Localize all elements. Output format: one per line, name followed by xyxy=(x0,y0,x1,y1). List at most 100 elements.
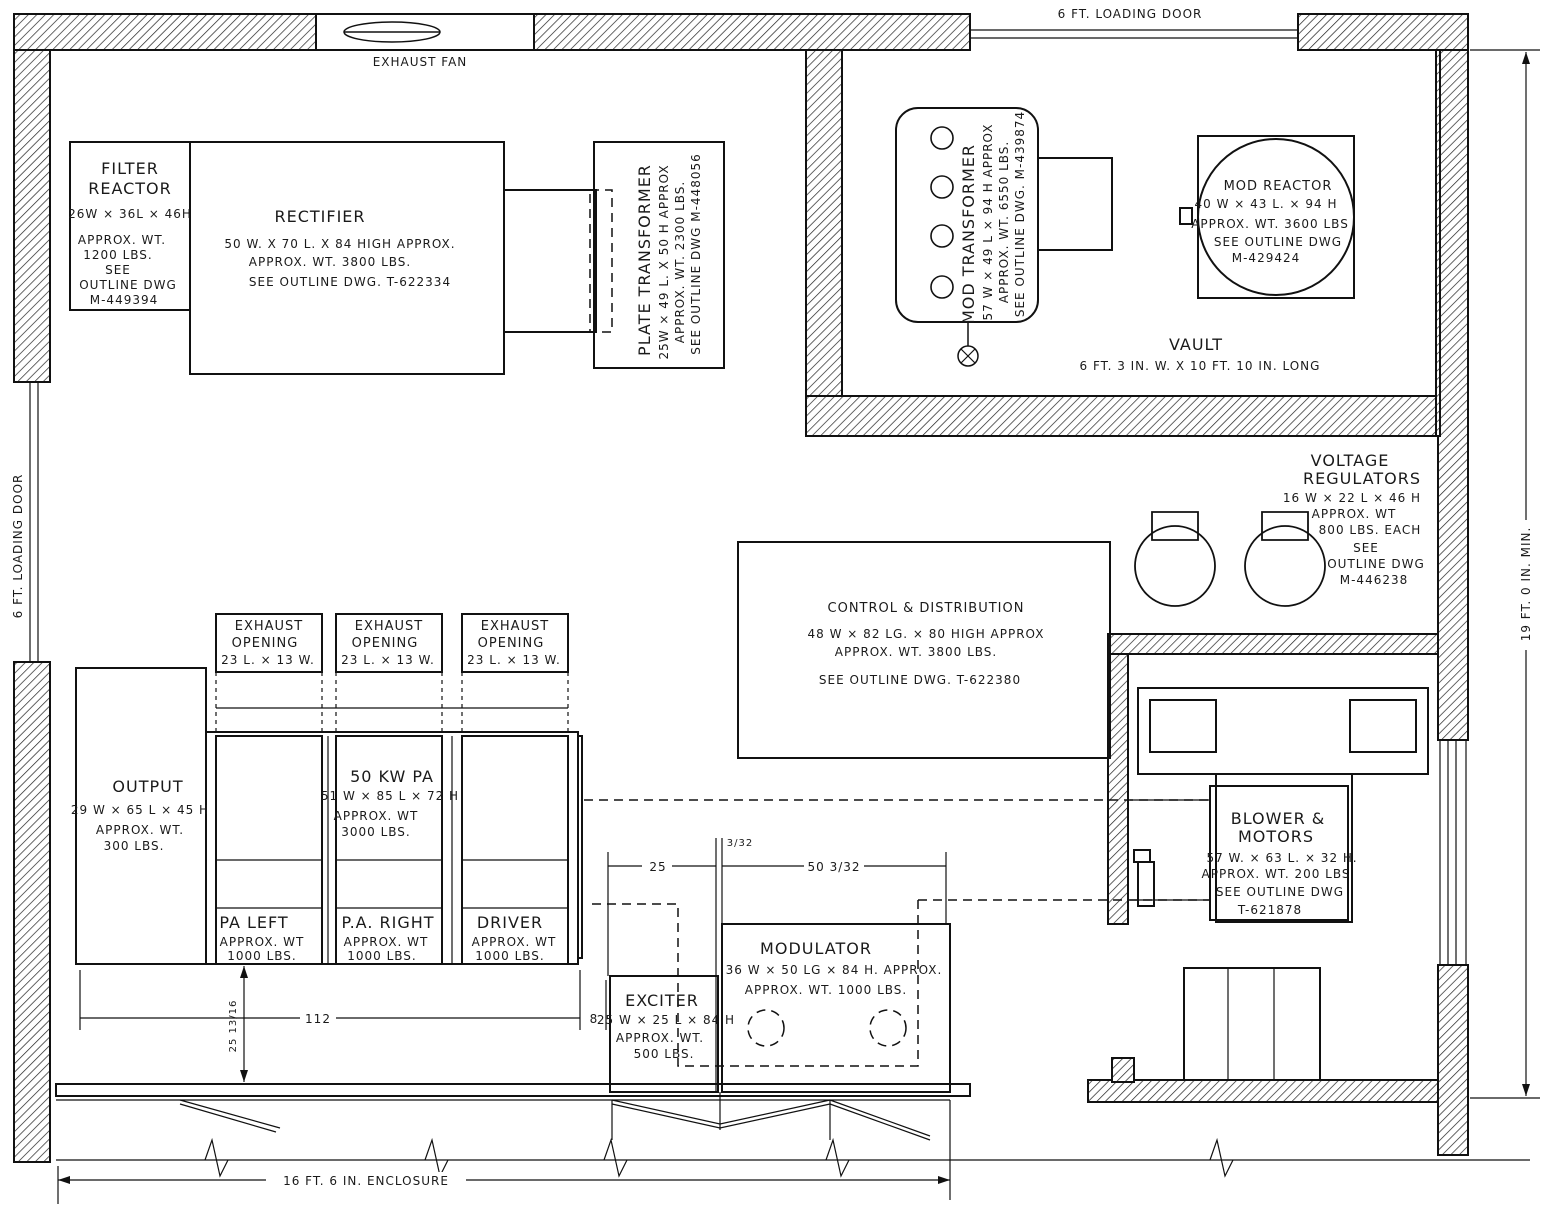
svg-text:APPROX. WT. 200 LBS: APPROX. WT. 200 LBS xyxy=(1202,867,1351,881)
dim-enclosure: 16 FT. 6 IN. ENCLOSURE xyxy=(283,1174,449,1188)
dim-25: 25 xyxy=(649,860,666,874)
mod-reactor-text: MOD REACTOR 40 W × 43 L. × 94 H APPROX. … xyxy=(1191,179,1348,265)
svg-text:SEE OUTLINE DWG. M-439874: SEE OUTLINE DWG. M-439874 xyxy=(1013,111,1027,317)
svg-text:SEE: SEE xyxy=(105,263,131,277)
svg-text:APPROX. WT: APPROX. WT xyxy=(344,935,429,949)
svg-text:SEE OUTLINE DWG M-448056: SEE OUTLINE DWG M-448056 xyxy=(689,153,703,354)
svg-text:PA LEFT: PA LEFT xyxy=(219,913,288,932)
modulator-port-icon xyxy=(869,1009,907,1047)
svg-text:26W × 36L × 46H: 26W × 36L × 46H xyxy=(68,207,192,221)
exhaust-opening-2 xyxy=(335,613,443,673)
svg-text:800 LBS. EACH: 800 LBS. EACH xyxy=(1319,523,1422,537)
exhaust-opening-1 xyxy=(215,613,323,673)
svg-text:OPENING: OPENING xyxy=(352,636,419,651)
valve-icon xyxy=(957,322,979,367)
right-wall-vent xyxy=(1439,739,1467,966)
pa-50kw-text: 50 KW PA 51 W × 85 L × 72 H APPROX. WT 3… xyxy=(321,767,459,839)
svg-text:EXHAUST: EXHAUST xyxy=(481,619,550,634)
svg-text:APPROX. WT. 3800 LBS.: APPROX. WT. 3800 LBS. xyxy=(835,645,997,659)
svg-text:REACTOR: REACTOR xyxy=(88,179,172,198)
control-distribution xyxy=(737,541,1111,759)
svg-text:APPROX. WT.: APPROX. WT. xyxy=(616,1031,704,1045)
loading-door-left xyxy=(29,382,39,662)
svg-text:APPROX. WT. 3800 LBS.: APPROX. WT. 3800 LBS. xyxy=(249,255,411,269)
svg-text:25 W × 25 L × 84 H: 25 W × 25 L × 84 H xyxy=(597,1013,735,1027)
mod-transformer-text: MOD TRANSFORMER 57 W × 49 L × 94 H APPRO… xyxy=(959,111,1027,324)
front-trench xyxy=(55,1083,971,1141)
mod-reactor-tank xyxy=(1197,138,1355,296)
svg-text:23 L. × 13 W.: 23 L. × 13 W. xyxy=(341,653,435,667)
exhaust-opening-guides xyxy=(215,672,569,732)
svg-text:OUTLINE DWG: OUTLINE DWG xyxy=(1327,557,1425,571)
blower-motors-text: BLOWER & MOTORS 57 W. × 63 L. × 32 H. AP… xyxy=(1202,809,1357,917)
svg-text:1200 LBS.: 1200 LBS. xyxy=(83,248,153,262)
svg-text:P.A. RIGHT: P.A. RIGHT xyxy=(341,913,434,932)
svg-text:OPENING: OPENING xyxy=(478,636,545,651)
svg-text:51 W × 85 L × 72 H: 51 W × 85 L × 72 H xyxy=(321,789,459,803)
svg-text:SEE: SEE xyxy=(1353,541,1379,555)
driver-text: DRIVER APPROX. WT 1000 LBS. xyxy=(472,913,557,963)
walls xyxy=(13,13,1469,1163)
exhaust-fan-label: EXHAUST FAN xyxy=(373,55,468,69)
svg-text:OUTPUT: OUTPUT xyxy=(112,777,183,796)
svg-text:M-446238: M-446238 xyxy=(1340,573,1409,587)
voltage-regulator-icons xyxy=(1134,511,1326,607)
svg-text:APPROX. WT: APPROX. WT xyxy=(220,935,305,949)
output-text: OUTPUT 29 W × 65 L × 45 H APPROX. WT. 30… xyxy=(71,777,209,853)
break-lines xyxy=(56,1137,1530,1178)
svg-text:M-429424: M-429424 xyxy=(1232,251,1301,265)
loading-door-left-label: 6 FT. LOADING DOOR xyxy=(11,474,25,619)
svg-text:57 W × 49 L × 94 H APPROX: 57 W × 49 L × 94 H APPROX xyxy=(981,124,995,321)
svg-text:48 W × 82 LG. × 80 HIGH APPROX: 48 W × 82 LG. × 80 HIGH APPROX xyxy=(808,627,1045,641)
svg-text:M-449394: M-449394 xyxy=(90,293,159,307)
mod-transformer-tap xyxy=(1037,157,1113,251)
rectifier-connector xyxy=(503,189,597,333)
svg-text:36 W × 50 LG × 84 H. APPROX.: 36 W × 50 LG × 84 H. APPROX. xyxy=(726,963,943,977)
svg-text:OPENING: OPENING xyxy=(232,636,299,651)
svg-text:MOD TRANSFORMER: MOD TRANSFORMER xyxy=(959,144,978,324)
svg-text:MOD REACTOR: MOD REACTOR xyxy=(1224,179,1333,194)
dim-height-min: 19 FT. 0 IN. MIN. xyxy=(1519,527,1533,642)
svg-text:23 L. × 13 W.: 23 L. × 13 W. xyxy=(221,653,315,667)
blower-motors xyxy=(1209,785,1349,921)
svg-text:3000 LBS.: 3000 LBS. xyxy=(341,825,411,839)
svg-text:25W × 49 L. X 50 H APPROX: 25W × 49 L. X 50 H APPROX xyxy=(657,164,671,359)
svg-text:SEE OUTLINE DWG. T-622380: SEE OUTLINE DWG. T-622380 xyxy=(819,673,1021,687)
svg-text:300 LBS.: 300 LBS. xyxy=(104,839,165,853)
svg-text:PLATE TRANSFORMER: PLATE TRANSFORMER xyxy=(635,164,654,356)
cable-routes xyxy=(584,799,1210,901)
svg-text:VAULT: VAULT xyxy=(1169,335,1223,354)
svg-text:EXCITER: EXCITER xyxy=(625,991,699,1010)
dim-25-13: 25 13/16 xyxy=(228,1000,239,1053)
control-distribution-text: CONTROL & DISTRIBUTION 48 W × 82 LG. × 8… xyxy=(808,601,1045,687)
dim-50: 50 3/32 xyxy=(807,860,860,874)
svg-text:APPROX. WT.: APPROX. WT. xyxy=(96,823,184,837)
svg-text:APPROX. WT: APPROX. WT xyxy=(472,935,557,949)
svg-text:APPROX. WT.: APPROX. WT. xyxy=(78,233,166,247)
svg-text:APPROX. WT. 6550 LBS.: APPROX. WT. 6550 LBS. xyxy=(997,141,1011,303)
svg-text:SEE OUTLINE DWG. T-622334: SEE OUTLINE DWG. T-622334 xyxy=(249,275,451,289)
blower-housing xyxy=(1137,687,1429,775)
plate-transformer xyxy=(593,141,725,369)
exhaust-opening-2-text: EXHAUST OPENING 23 L. × 13 W. xyxy=(341,619,435,667)
dim-112: 112 xyxy=(305,1012,331,1026)
svg-text:1000 LBS.: 1000 LBS. xyxy=(227,949,297,963)
pa-left-text: PA LEFT APPROX. WT 1000 LBS. xyxy=(219,913,305,963)
blower-lower-cabinets xyxy=(1183,967,1321,1081)
svg-text:APPROX. WT. 1000 LBS.: APPROX. WT. 1000 LBS. xyxy=(745,983,907,997)
svg-text:MOTORS: MOTORS xyxy=(1238,827,1314,846)
svg-text:40 W × 43 L. × 94 H: 40 W × 43 L. × 94 H xyxy=(1194,197,1337,211)
svg-text:EXHAUST: EXHAUST xyxy=(355,619,424,634)
svg-text:MODULATOR: MODULATOR xyxy=(760,939,872,958)
svg-text:SEE OUTLINE DWG: SEE OUTLINE DWG xyxy=(1214,235,1342,249)
svg-text:DRIVER: DRIVER xyxy=(477,913,543,932)
svg-text:REGULATORS: REGULATORS xyxy=(1303,469,1421,488)
svg-text:APPROX. WT: APPROX. WT xyxy=(1312,507,1397,521)
svg-text:VOLTAGE: VOLTAGE xyxy=(1311,451,1390,470)
exhaust-opening-3-text: EXHAUST OPENING 23 L. × 13 W. xyxy=(467,619,560,667)
loading-door-top xyxy=(970,29,1298,39)
svg-text:29 W × 65 L × 45 H: 29 W × 65 L × 45 H xyxy=(71,803,209,817)
vault-text: VAULT 6 FT. 3 IN. W. X 10 FT. 10 IN. LON… xyxy=(1080,335,1320,373)
dim-8: 8 xyxy=(590,1012,599,1026)
fan-icon xyxy=(343,21,441,43)
